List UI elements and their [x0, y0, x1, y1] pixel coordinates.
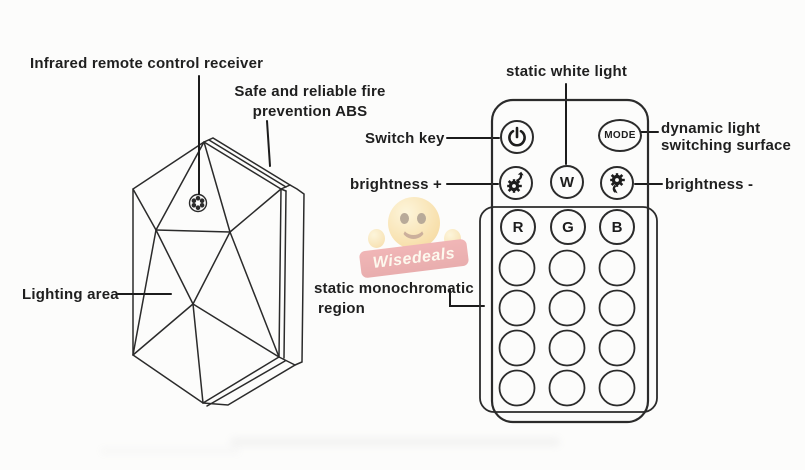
color-key-grid — [498, 249, 636, 407]
label-static-white-light: static white light — [506, 63, 628, 80]
color-key[interactable] — [598, 329, 636, 367]
gear-arrow-down-icon — [610, 173, 625, 194]
color-key[interactable] — [598, 369, 636, 407]
green-button-label: G — [562, 218, 574, 236]
pendant-lamp-drawing — [132, 137, 305, 407]
static-monochromatic-panel — [479, 206, 658, 413]
red-button-label: R — [512, 218, 524, 236]
label-static-mono-line1: static monochromatic — [314, 280, 474, 297]
label-dynamic-line1: dynamic light — [661, 120, 761, 137]
gear-arrow-up-icon — [507, 171, 524, 193]
color-key[interactable] — [548, 289, 586, 327]
color-key[interactable] — [598, 289, 636, 327]
label-infrared-receiver: Infrared remote control receiver — [30, 55, 264, 72]
label-safe-abs-line1: Safe and reliable fire — [234, 83, 386, 100]
green-button[interactable]: G — [550, 209, 586, 245]
color-key[interactable] — [498, 249, 536, 287]
scan-smudge — [230, 438, 560, 446]
color-key[interactable] — [498, 329, 536, 367]
power-button[interactable] — [500, 120, 534, 154]
label-dynamic-light: dynamic light switching surface — [661, 120, 801, 154]
power-icon — [508, 126, 526, 147]
label-safe-abs-line2: prevention ABS — [252, 103, 368, 120]
label-brightness-plus: brightness + — [350, 176, 443, 193]
mode-button-label: MODE — [604, 130, 636, 141]
label-static-monochromatic: static monochromatic region — [314, 279, 489, 319]
red-button[interactable]: R — [500, 209, 536, 245]
label-dynamic-line2: switching surface — [661, 137, 792, 154]
mode-button[interactable]: MODE — [598, 119, 642, 152]
label-static-mono-line2: region — [318, 300, 366, 317]
remote-control-body — [479, 98, 658, 424]
connector-safe-abs — [266, 120, 271, 167]
label-switch-key: Switch key — [365, 130, 445, 147]
label-connector-lines — [117, 75, 663, 307]
connector-static-mono — [449, 289, 485, 307]
color-key[interactable] — [498, 289, 536, 327]
brightness-up-button[interactable] — [499, 166, 533, 200]
remote-outer-shell — [490, 98, 650, 424]
color-key[interactable] — [498, 369, 536, 407]
color-key[interactable] — [548, 329, 586, 367]
color-key[interactable] — [598, 249, 636, 287]
blue-button[interactable]: B — [599, 209, 635, 245]
ir-receiver-icon — [188, 193, 208, 213]
scan-smudge — [100, 448, 240, 454]
label-lighting-area: Lighting area — [22, 286, 119, 303]
blue-button-label: B — [611, 218, 623, 236]
white-light-button[interactable]: W — [550, 165, 584, 199]
label-brightness-minus: brightness - — [665, 176, 754, 193]
brightness-down-button[interactable] — [600, 166, 634, 200]
color-key[interactable] — [548, 369, 586, 407]
color-key[interactable] — [548, 249, 586, 287]
white-light-button-label: W — [559, 173, 575, 191]
label-safe-abs: Safe and reliable fire prevention ABS — [228, 82, 392, 122]
